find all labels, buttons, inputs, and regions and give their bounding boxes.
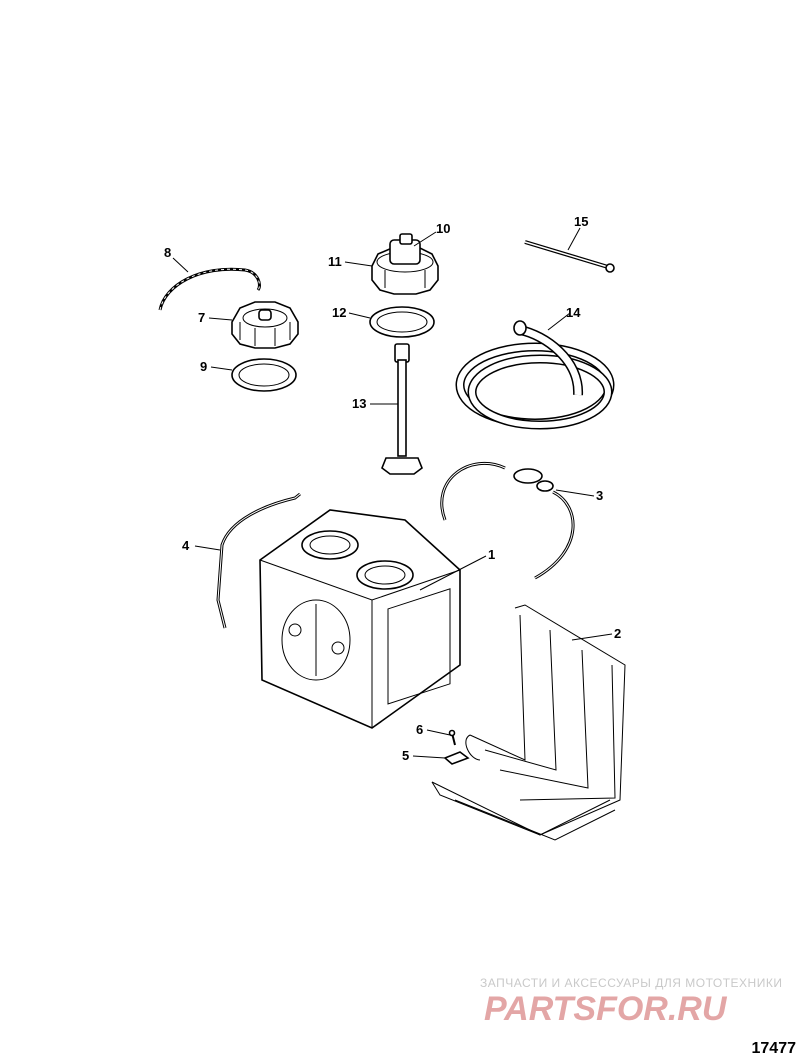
- callout-numbers: 1 2 3 4 5 6 7 8 9 10 11 12 13 14 15: [164, 214, 621, 763]
- watermark-logo-text: PARTSFOR.RU: [484, 990, 728, 1028]
- callout-10: 10: [436, 221, 450, 236]
- callout-12: 12: [332, 305, 346, 320]
- callout-8: 8: [164, 245, 171, 260]
- part-12-gasket: [369, 306, 435, 338]
- leader-lines: [172, 227, 613, 759]
- watermark-tagline: ЗАПЧАСТИ И АКСЕССУАРЫ ДЛЯ МОТОТЕХНИКИ: [480, 976, 783, 990]
- part-2-cradle: [431, 604, 626, 841]
- part-8-strap: [158, 267, 261, 311]
- callout-9: 9: [200, 359, 207, 374]
- part-13-pickup-tube: [381, 343, 423, 475]
- part-3-fuel-line: [440, 462, 575, 580]
- callout-3: 3: [596, 488, 603, 503]
- callout-15: 15: [574, 214, 588, 229]
- callout-5: 5: [402, 748, 409, 763]
- callout-4: 4: [182, 538, 190, 553]
- callout-1: 1: [488, 547, 495, 562]
- callout-6: 6: [416, 722, 423, 737]
- callout-7: 7: [198, 310, 205, 325]
- part-1-fuel-tank: [259, 509, 461, 729]
- callout-14: 14: [566, 305, 581, 320]
- part-7-filler-cap: [231, 301, 299, 349]
- watermark-logo: PARTSFOR.RU: [484, 990, 728, 1028]
- part-6-screw: [448, 729, 456, 746]
- part-10-11-gauge-cap: [371, 233, 439, 295]
- part-9-gasket: [231, 358, 297, 392]
- callout-11: 11: [328, 254, 342, 269]
- callout-13: 13: [352, 396, 366, 411]
- part-15-rod: [524, 240, 615, 273]
- callout-2: 2: [614, 626, 621, 641]
- figure-number: 17477: [751, 1040, 797, 1057]
- part-5-clip: [443, 751, 470, 765]
- part-14-hose-coil: [455, 320, 615, 430]
